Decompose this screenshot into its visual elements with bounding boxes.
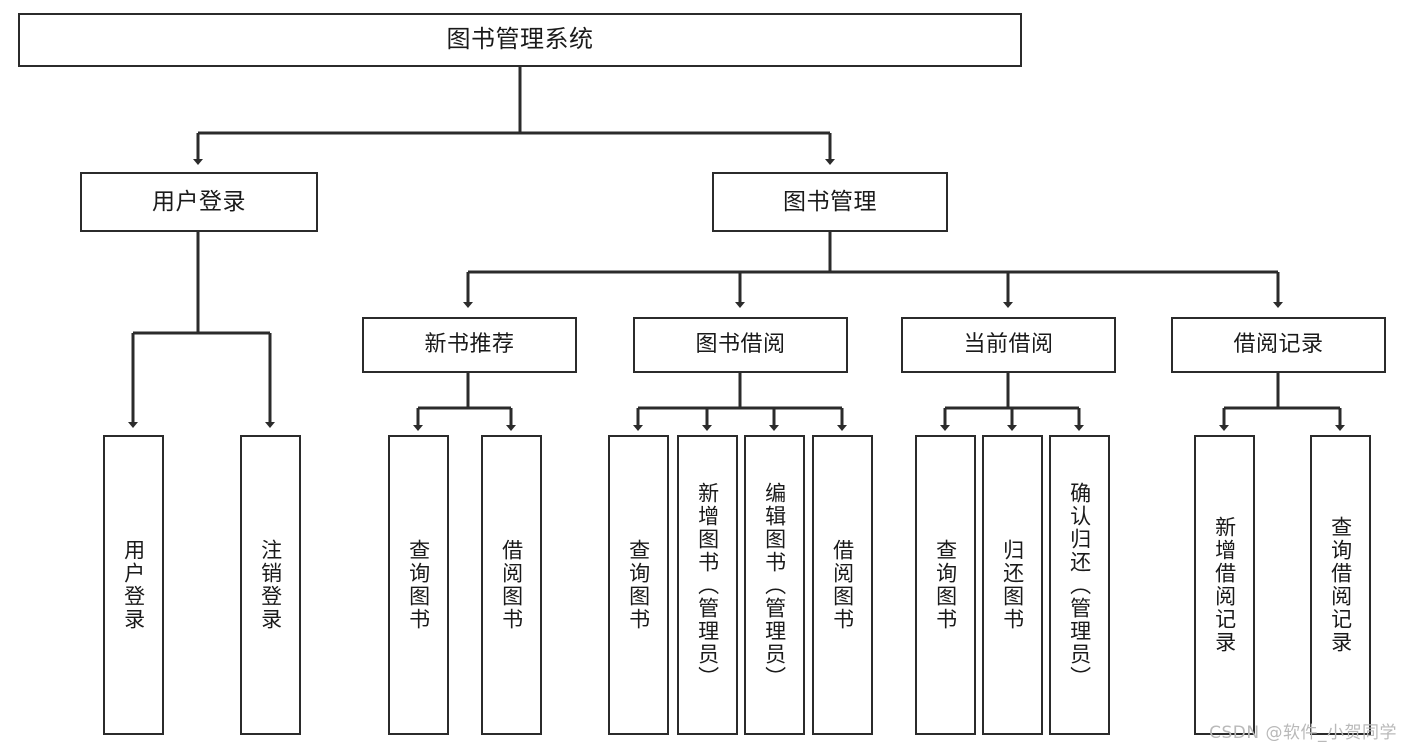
node-label: 图书管理系统: [446, 25, 594, 54]
leaf-label: 新增图书（管理员）: [695, 481, 720, 689]
leaf-user-login-login[interactable]: 用户登录: [103, 435, 164, 735]
node-book-management[interactable]: 图书管理: [712, 172, 948, 232]
node-label: 用户登录: [152, 188, 246, 215]
node-user-login[interactable]: 用户登录: [80, 172, 318, 232]
node-label: 图书管理: [783, 188, 877, 215]
leaf-label: 查询借阅记录: [1328, 516, 1353, 654]
node-label: 当前借阅: [963, 332, 1054, 358]
leaf-user-login-logout[interactable]: 注销登录: [240, 435, 301, 735]
leaf-label: 借阅图书: [830, 539, 855, 631]
leaf-borrow-edit-book[interactable]: 编辑图书（管理员）: [744, 435, 805, 735]
leaf-borrow-borrow-book[interactable]: 借阅图书: [812, 435, 873, 735]
leaf-label: 查询图书: [626, 539, 651, 631]
leaf-label: 确认归还（管理员）: [1067, 481, 1092, 689]
node-label: 新书推荐: [424, 332, 515, 358]
leaf-current-return-book[interactable]: 归还图书: [982, 435, 1043, 735]
leaf-label: 查询图书: [933, 539, 958, 631]
node-root-system[interactable]: 图书管理系统: [18, 13, 1022, 67]
watermark-text: CSDN @软件_小贺同学: [1209, 723, 1397, 743]
leaf-current-confirm-return[interactable]: 确认归还（管理员）: [1049, 435, 1110, 735]
leaf-record-query-record[interactable]: 查询借阅记录: [1310, 435, 1371, 735]
node-label: 图书借阅: [695, 332, 786, 358]
node-borrow-record[interactable]: 借阅记录: [1171, 317, 1386, 373]
leaf-label: 查询图书: [406, 539, 431, 631]
leaf-label: 归还图书: [1000, 539, 1025, 631]
leaf-borrow-add-book[interactable]: 新增图书（管理员）: [677, 435, 738, 735]
leaf-label: 借阅图书: [499, 539, 524, 631]
leaf-recommend-query-book[interactable]: 查询图书: [388, 435, 449, 735]
node-current-borrow[interactable]: 当前借阅: [901, 317, 1116, 373]
node-label: 借阅记录: [1233, 332, 1324, 358]
leaf-recommend-borrow-book[interactable]: 借阅图书: [481, 435, 542, 735]
leaf-borrow-query-book[interactable]: 查询图书: [608, 435, 669, 735]
leaf-label: 注销登录: [258, 539, 283, 631]
leaf-label: 用户登录: [121, 539, 146, 631]
leaf-label: 编辑图书（管理员）: [762, 481, 787, 689]
node-book-borrow[interactable]: 图书借阅: [633, 317, 848, 373]
leaf-label: 新增借阅记录: [1212, 516, 1237, 654]
leaf-record-add-record[interactable]: 新增借阅记录: [1194, 435, 1255, 735]
node-new-book-recommend[interactable]: 新书推荐: [362, 317, 577, 373]
leaf-current-query-book[interactable]: 查询图书: [915, 435, 976, 735]
